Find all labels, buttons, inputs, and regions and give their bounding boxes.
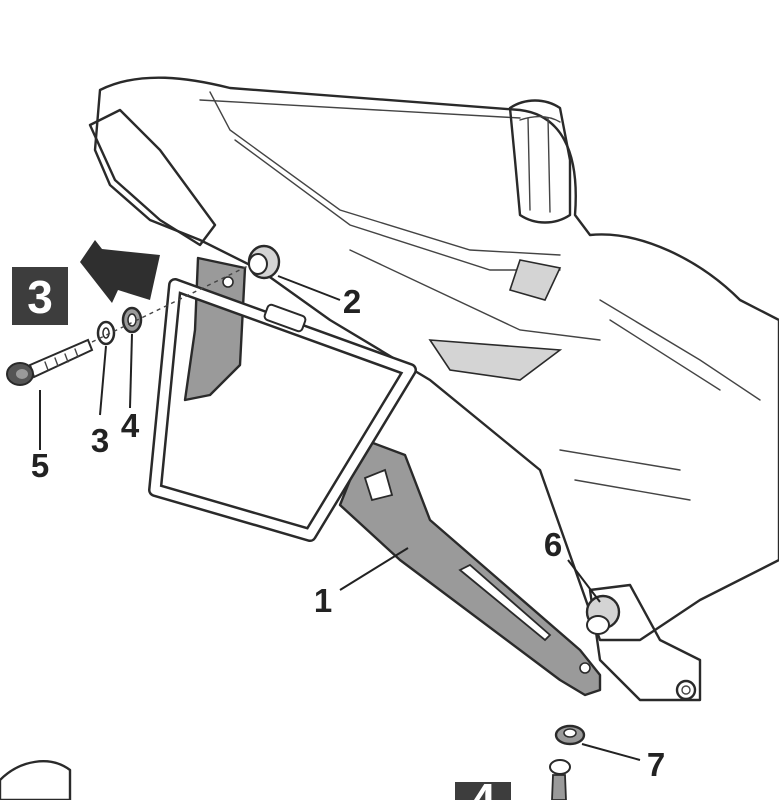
callout-1: 1 (314, 582, 332, 619)
callout-4: 4 (121, 407, 140, 444)
callout-5: 5 (31, 447, 49, 484)
motorcycle-tail-fairing (0, 76, 779, 800)
next-step-number-label: 4 (470, 774, 496, 800)
side-bracket-plate (183, 256, 602, 697)
fastener-axis-line (91, 264, 251, 343)
callout-7: 7 (647, 746, 665, 783)
callout-6: 6 (544, 526, 562, 563)
assembly-arrow-icon (80, 240, 160, 303)
tubular-loop-frame (148, 278, 417, 542)
spacer-part-2 (247, 244, 281, 280)
washer-part-4 (121, 306, 143, 334)
next-step-badge-partial: 4 (455, 774, 511, 800)
step-number-label: 3 (27, 271, 53, 323)
step-badge: 3 (12, 267, 68, 325)
callout-3: 3 (91, 422, 109, 459)
screw-part-5 (6, 338, 94, 386)
leader-lines (39, 275, 641, 761)
washer-part-3 (96, 320, 116, 346)
nut-part-7 (549, 724, 586, 800)
spacer-part-6 (585, 594, 621, 635)
callout-2: 2 (343, 283, 361, 320)
